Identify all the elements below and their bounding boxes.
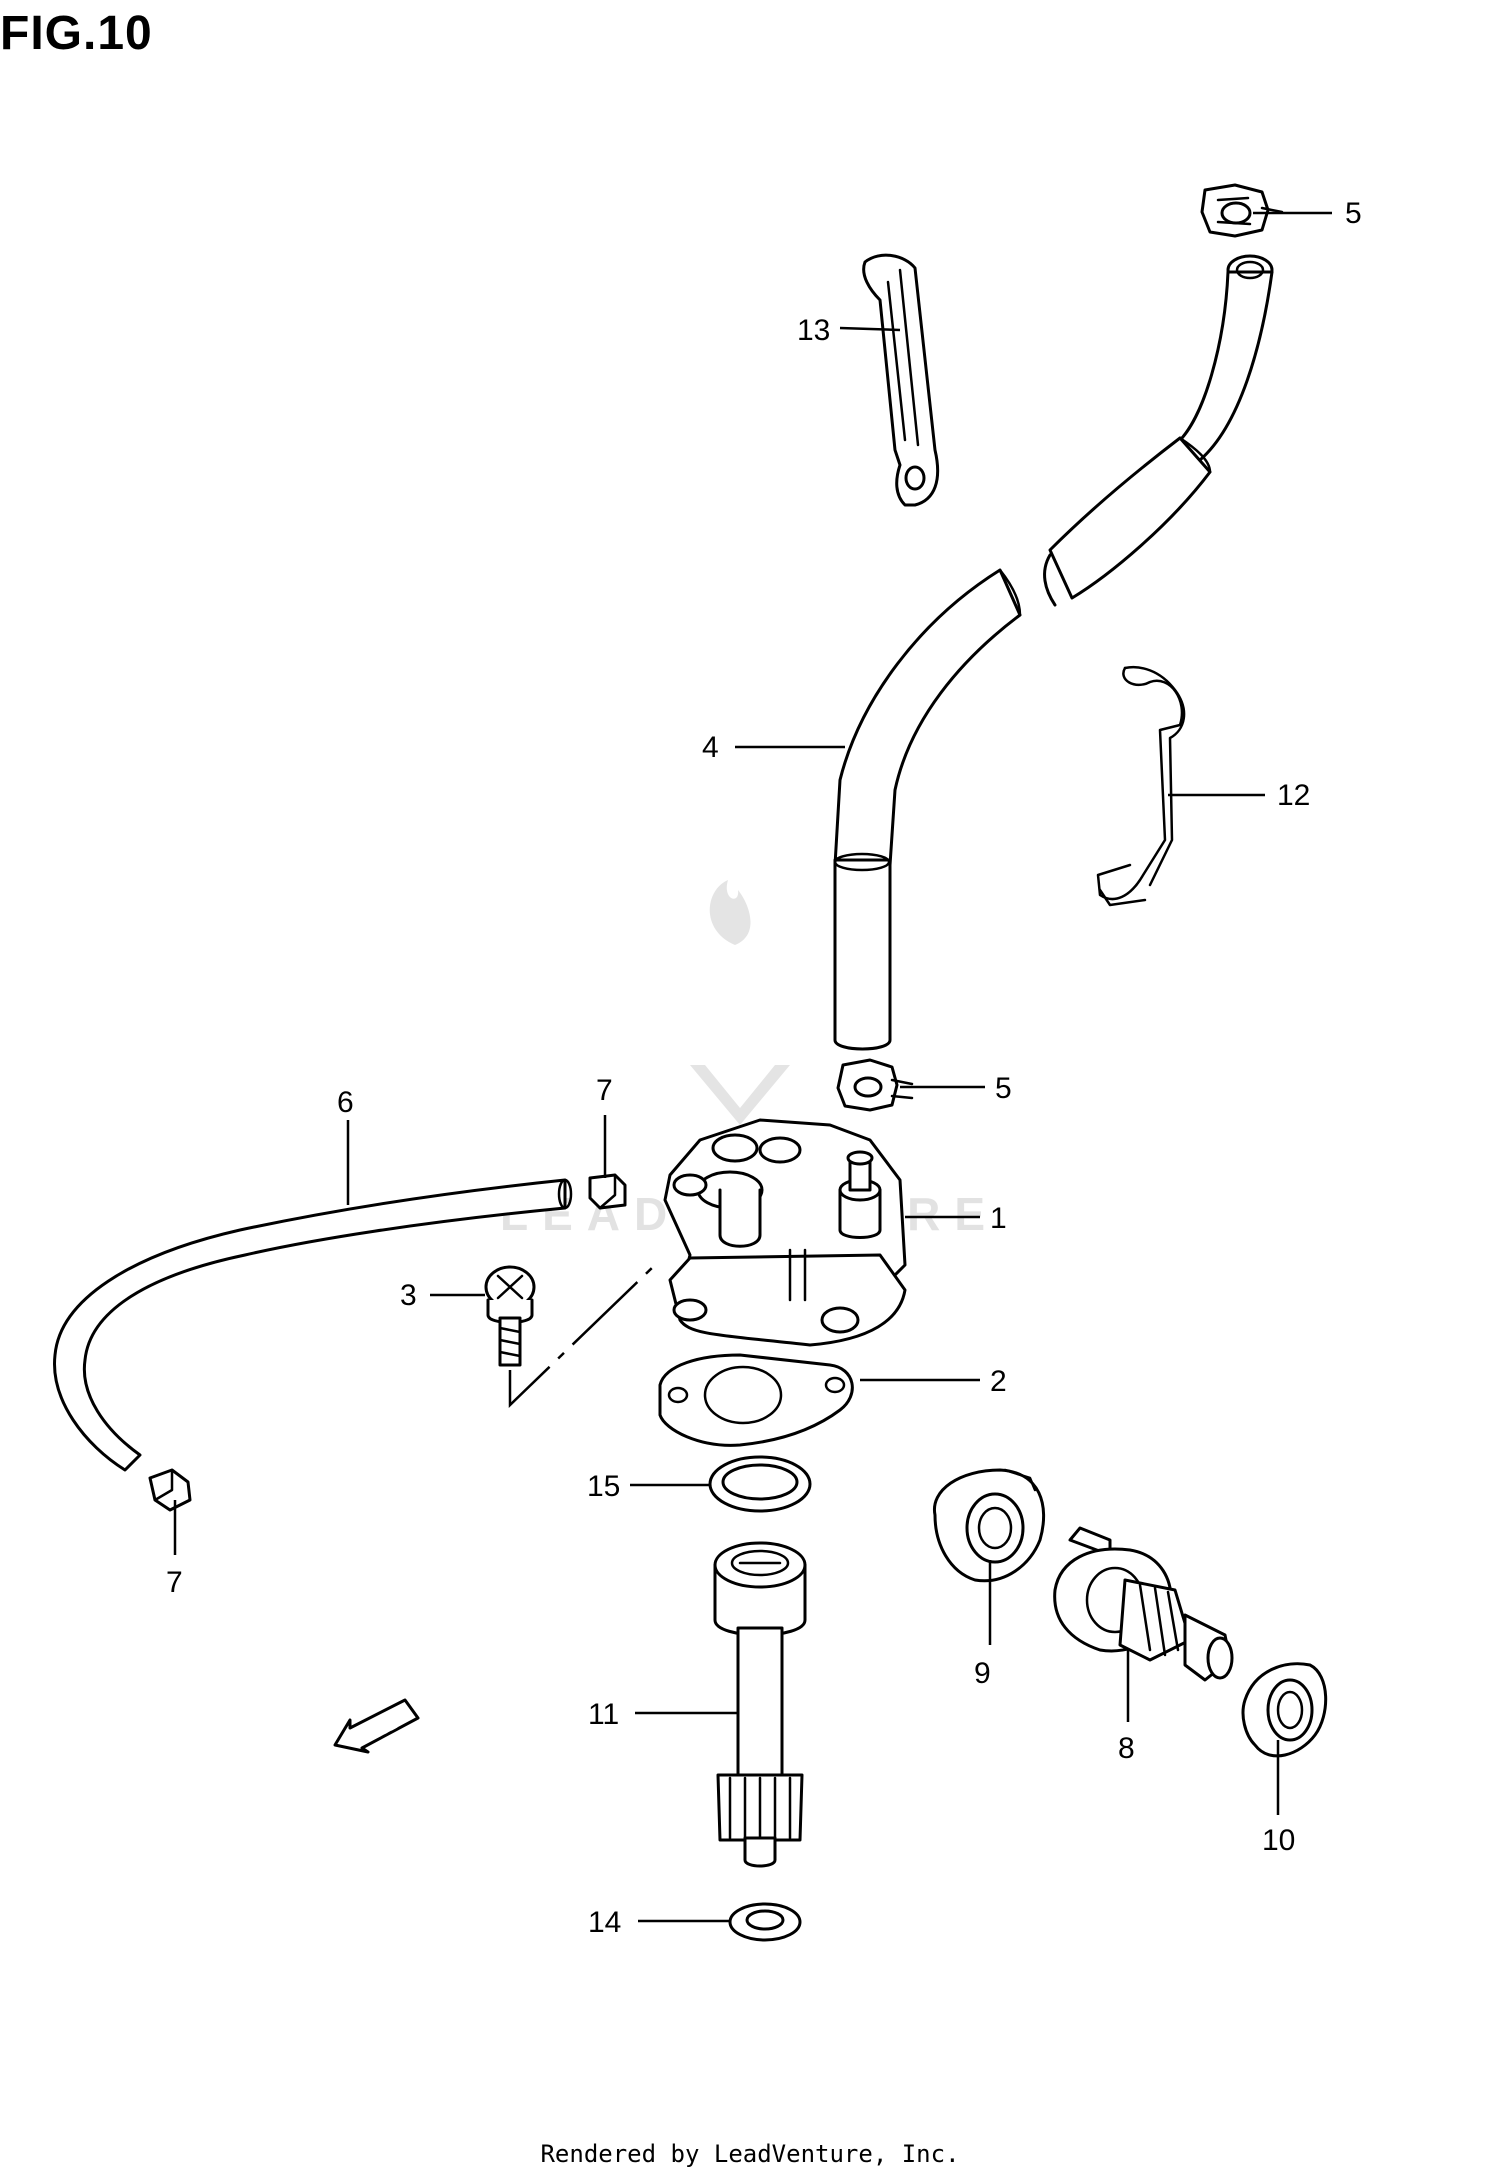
fwd-direction-arrow: FWD (333, 1698, 420, 1754)
callout-10: 8 (1118, 1732, 1135, 1765)
callout-15: 15 (587, 1470, 620, 1503)
screw-alignment-line (508, 1264, 656, 1408)
part-2-gasket[interactable] (658, 1353, 854, 1447)
callout-2: 2 (990, 1365, 1007, 1398)
callout-3: 3 (400, 1279, 417, 1312)
callout-7-lower: 7 (166, 1566, 183, 1599)
part-14-washer[interactable] (728, 1902, 802, 1942)
callout-11: 9 (974, 1657, 991, 1690)
callout-6: 6 (337, 1086, 354, 1119)
part-13-drive-shaft[interactable] (713, 1541, 807, 1868)
part-11-clip[interactable] (932, 1468, 1046, 1583)
callout-5-lower: 5 (995, 1072, 1012, 1105)
footer-credit: Rendered by LeadVenture, Inc. (540, 2140, 960, 2168)
part-3-screw[interactable] (484, 1265, 536, 1367)
part-10-gear[interactable] (1053, 1526, 1234, 1682)
part-6-hose[interactable] (53, 1178, 573, 1472)
part-7-cap-upper[interactable] (588, 1173, 627, 1210)
part-5-lower-clamp[interactable] (836, 1058, 914, 1112)
part-12-seal[interactable] (1241, 1662, 1328, 1758)
callout-1: 1 (990, 1202, 1007, 1235)
part-5-top-clamp[interactable] (1200, 183, 1284, 238)
part-1-oil-pump[interactable] (663, 1118, 907, 1347)
leader-lines (173, 211, 1332, 1923)
callout-7-upper: 7 (596, 1074, 613, 1107)
figure-title: FIG.10 (0, 7, 153, 60)
part-4-hose[interactable] (833, 254, 1274, 1051)
callout-14: 14 (588, 1906, 621, 1939)
part-15-o-ring[interactable] (708, 1455, 812, 1513)
callout-labels: 5 13 4 12 5 6 7 1 3 2 15 7 9 8 10 11 14 (166, 197, 1362, 1939)
callout-9: 13 (797, 314, 830, 347)
callout-12: 10 (1262, 1824, 1295, 1857)
callout-5-top: 5 (1345, 197, 1362, 230)
part-9-bracket[interactable] (862, 253, 940, 507)
callout-4: 4 (702, 731, 719, 764)
part-7-cap-lower[interactable] (148, 1468, 192, 1512)
part-8-wire-clip[interactable] (1096, 666, 1186, 907)
callout-8: 12 (1277, 779, 1310, 812)
callout-13: 11 (588, 1698, 619, 1731)
